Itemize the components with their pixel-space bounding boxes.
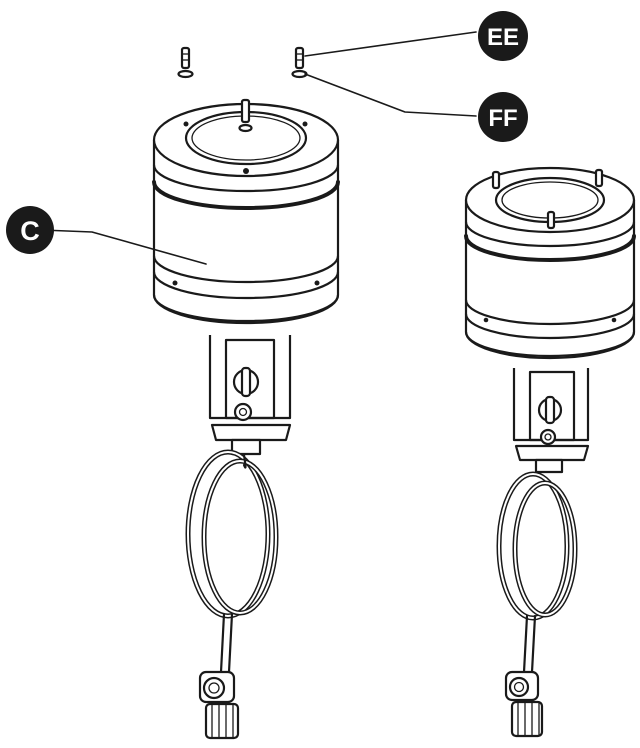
gas-hose-coil-left (185, 449, 279, 674)
control-valve-right (512, 368, 590, 474)
callout-ff: FF (478, 92, 528, 142)
reflector-housing-right (464, 166, 636, 360)
callout-ee-label: EE (487, 24, 519, 51)
left-heater-assembly (152, 46, 340, 740)
leader-lines (41, 31, 477, 265)
callout-c: C (6, 206, 54, 254)
reflector-housing-c (152, 98, 340, 325)
control-valve-left (208, 335, 292, 456)
regulator-right (504, 670, 544, 738)
callout-ee: EE (478, 11, 528, 61)
right-heater-assembly (464, 166, 636, 738)
gas-hose-coil-right (496, 471, 578, 674)
callout-ff-label: FF (488, 105, 517, 132)
regulator-left (198, 670, 240, 740)
callout-c-label: C (20, 216, 40, 246)
screw-ee-left (177, 46, 194, 79)
screw-ee-right (291, 46, 308, 79)
